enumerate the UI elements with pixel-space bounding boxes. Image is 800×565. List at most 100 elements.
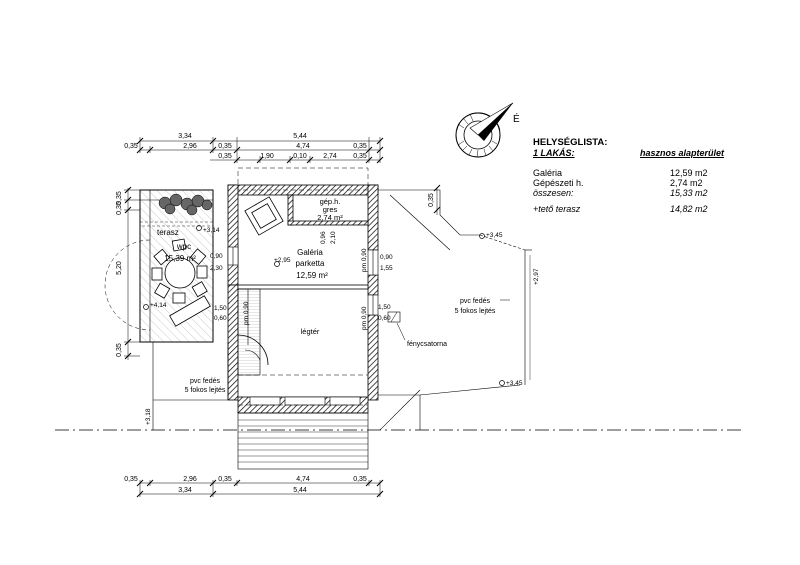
bottom-dimension-ticks — [136, 479, 384, 498]
note-210: 2,10 — [330, 231, 337, 244]
legend-area-header: hasznos alapterület — [639, 148, 724, 158]
legend-total-value: 15,33 m2 — [670, 188, 708, 198]
terrace-area: 15,39 m² — [164, 254, 196, 263]
legend-row: Galéria 12,59 m2 — [533, 168, 733, 178]
dim-top-5: 0,35 — [218, 143, 232, 150]
dim-bottom-1: 0,35 — [124, 476, 138, 483]
dim-left-2: 0,35 — [116, 201, 123, 215]
dim-top-9: 1,90 — [260, 153, 274, 160]
mech-floor: gres — [323, 205, 338, 214]
legend-room-value: 2,74 m2 — [670, 178, 703, 188]
terrace-labels: terasz wpc 15,39 m² — [157, 228, 196, 263]
top-dimension-labels: 3,34 5,44 0,35 2,96 0,35 4,74 0,35 0,35 … — [124, 133, 367, 160]
legend-title: HELYSÉGLISTA: — [533, 137, 608, 148]
legend-total-name: összesen: — [533, 188, 574, 198]
lower-extension — [237, 412, 369, 470]
dim-left-3: 5,20 — [116, 261, 123, 275]
dim-top-8: 0,35 — [218, 153, 232, 160]
dim-top-3: 0,35 — [124, 143, 138, 150]
note-096: 0,96 — [320, 231, 327, 244]
top-dimension-ticks — [136, 137, 384, 164]
gallery-floor: parketta — [296, 259, 325, 268]
dim-top-7: 0,35 — [353, 143, 367, 150]
room-labels: Galéria parketta 12,59 m² gép.h. gres 2,… — [296, 197, 344, 336]
pvc-left-1: pvc fedés — [190, 378, 220, 385]
mech-area: 2,74 m² — [317, 213, 343, 222]
level-345-a: +3,45 — [486, 232, 503, 239]
note-155: 1,55 — [380, 265, 393, 272]
dim-bottom-3: 0,35 — [218, 476, 232, 483]
note-090-r: 0,90 — [380, 254, 393, 261]
dim-top-6: 4,74 — [296, 143, 310, 150]
void-label: légtér — [301, 327, 320, 336]
note-060-r: 0,60 — [378, 315, 391, 322]
terrace-name: terasz — [157, 228, 179, 237]
skylight: fénycsatorna — [387, 311, 447, 348]
legend-unit-label: 1 LAKÁS: — [533, 148, 575, 158]
level-414: +4,14 — [150, 302, 167, 309]
left-pvc-roof — [152, 342, 229, 430]
spiral-stair — [237, 288, 269, 376]
opening-annotations: 0,90 2,30 1,50 0,60 0,90 1,55 1,50 0,60 … — [210, 231, 393, 330]
right-roof-labels: pvc fedés 5 fokos lejtés — [455, 298, 496, 315]
right-pvc-roof — [378, 189, 532, 431]
right-dimension: 0,35 — [428, 184, 441, 215]
left-dimension-labels: 0,35 0,35 5,20 0,35 — [116, 191, 123, 357]
legend-terrace-row: +tető terasz 14,82 m2 — [533, 204, 733, 214]
dim-top-2: 5,44 — [293, 133, 307, 140]
note-060: 0,60 — [214, 315, 227, 322]
north-arrow-icon: É — [455, 102, 520, 158]
legend-total-row: összesen: 15,33 m2 — [533, 188, 733, 198]
dim-right-1: 0,35 — [428, 193, 435, 207]
left-dimension-ticks — [124, 186, 132, 360]
bottom-dimension-lines — [139, 480, 381, 497]
armchair — [244, 196, 284, 236]
terrace-area — [104, 189, 214, 343]
gallery-name: Galéria — [297, 248, 323, 257]
note-150-r: 1,50 — [378, 304, 391, 311]
level-markers: +3,14 +2,95 +4,14 +3,45 +3,45 +2,97 +3,1… — [143, 225, 540, 425]
dim-left-1: 0,35 — [116, 191, 123, 205]
dim-bottom-2: 2,96 — [183, 476, 197, 483]
dim-left-4: 0,35 — [116, 343, 123, 357]
skylight-label: fénycsatorna — [407, 341, 447, 348]
pvc-right-1: pvc fedés — [460, 298, 490, 305]
dim-bottom-5: 0,35 — [353, 476, 367, 483]
left-dimension-lines — [124, 188, 140, 360]
dim-bottom-4: 4,74 — [296, 476, 310, 483]
plant-shrub — [158, 193, 213, 216]
note-pm090-3: pm 0,90 — [361, 306, 368, 330]
roof-outline-dashed — [237, 167, 369, 406]
legend-room-value: 12,59 m2 — [670, 168, 708, 178]
mech-name: gép.h. — [320, 197, 341, 206]
legend-terrace-name: +tető terasz — [533, 204, 581, 214]
legend-row: Gépészeti h. 2,74 m2 — [533, 178, 733, 188]
note-230: 2,30 — [210, 265, 223, 272]
room-list-legend: HELYSÉGLISTA: 1 LAKÁS: hasznos alapterül… — [533, 137, 733, 214]
dim-top-1: 3,34 — [178, 133, 192, 140]
level-345-b: +3,45 — [506, 380, 523, 387]
note-150: 1,50 — [214, 305, 227, 312]
level-318: +3,18 — [145, 408, 152, 425]
pvc-right-2: 5 fokos lejtés — [455, 308, 496, 315]
dim-top-12: 0,35 — [353, 153, 367, 160]
bottom-dimension-labels: 0,35 2,96 0,35 4,74 0,35 3,34 5,44 — [124, 476, 367, 494]
legend-room-name: Gépészeti h. — [533, 178, 584, 188]
dim-top-4: 2,96 — [183, 143, 197, 150]
level-295: +2,95 — [274, 257, 291, 264]
dim-bottom-7: 5,44 — [293, 487, 307, 494]
dim-top-11: 2,74 — [323, 153, 337, 160]
terrace-floor: wpc — [176, 242, 191, 251]
pvc-left-2: 5 fokos lejtés — [185, 387, 226, 394]
dim-top-10: 0,10 — [293, 153, 307, 160]
gallery-area: 12,59 m² — [296, 271, 328, 280]
table-with-chairs — [151, 238, 211, 327]
note-090: 0,90 — [210, 253, 223, 260]
note-pm090-1: pm 0,90 — [243, 301, 250, 325]
left-roof-labels: pvc fedés 5 fokos lejtés — [185, 378, 226, 394]
north-label: É — [513, 112, 520, 125]
level-297: +2,97 — [533, 268, 540, 285]
legend-room-name: Galéria — [533, 168, 563, 178]
legend-subheader: 1 LAKÁS: hasznos alapterület — [533, 148, 733, 160]
